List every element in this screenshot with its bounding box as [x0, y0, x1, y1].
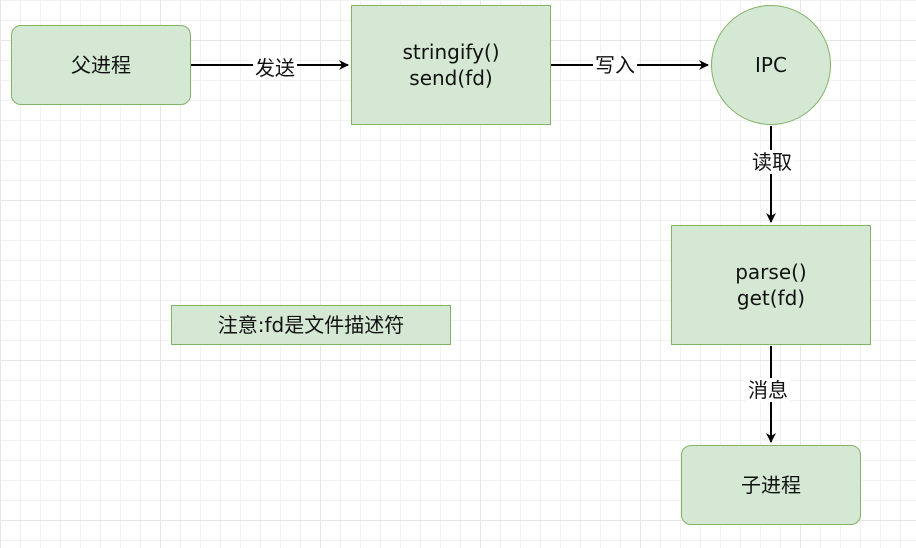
note-text: 注意:fd是文件描述符	[217, 313, 405, 337]
child-process-node: 子进程	[681, 445, 861, 525]
parent-process-node: 父进程	[11, 25, 191, 105]
note-box: 注意:fd是文件描述符	[171, 305, 451, 345]
serialize-node: stringify() send(fd)	[351, 5, 551, 125]
edge-label-send: 发送	[253, 56, 297, 80]
edge-label-message: 消息	[746, 378, 790, 402]
deserialize-line1: parse()	[735, 260, 807, 284]
ipc-label: IPC	[755, 53, 787, 77]
parent-process-label: 父进程	[71, 53, 131, 77]
serialize-line2: send(fd)	[409, 66, 493, 90]
child-process-label: 子进程	[741, 473, 801, 497]
edge-label-read: 读取	[750, 150, 794, 174]
deserialize-line2: get(fd)	[736, 286, 806, 310]
ipc-node: IPC	[711, 5, 831, 125]
deserialize-node: parse() get(fd)	[671, 225, 871, 345]
edge-label-write: 写入	[593, 53, 637, 77]
serialize-line1: stringify()	[402, 40, 500, 64]
